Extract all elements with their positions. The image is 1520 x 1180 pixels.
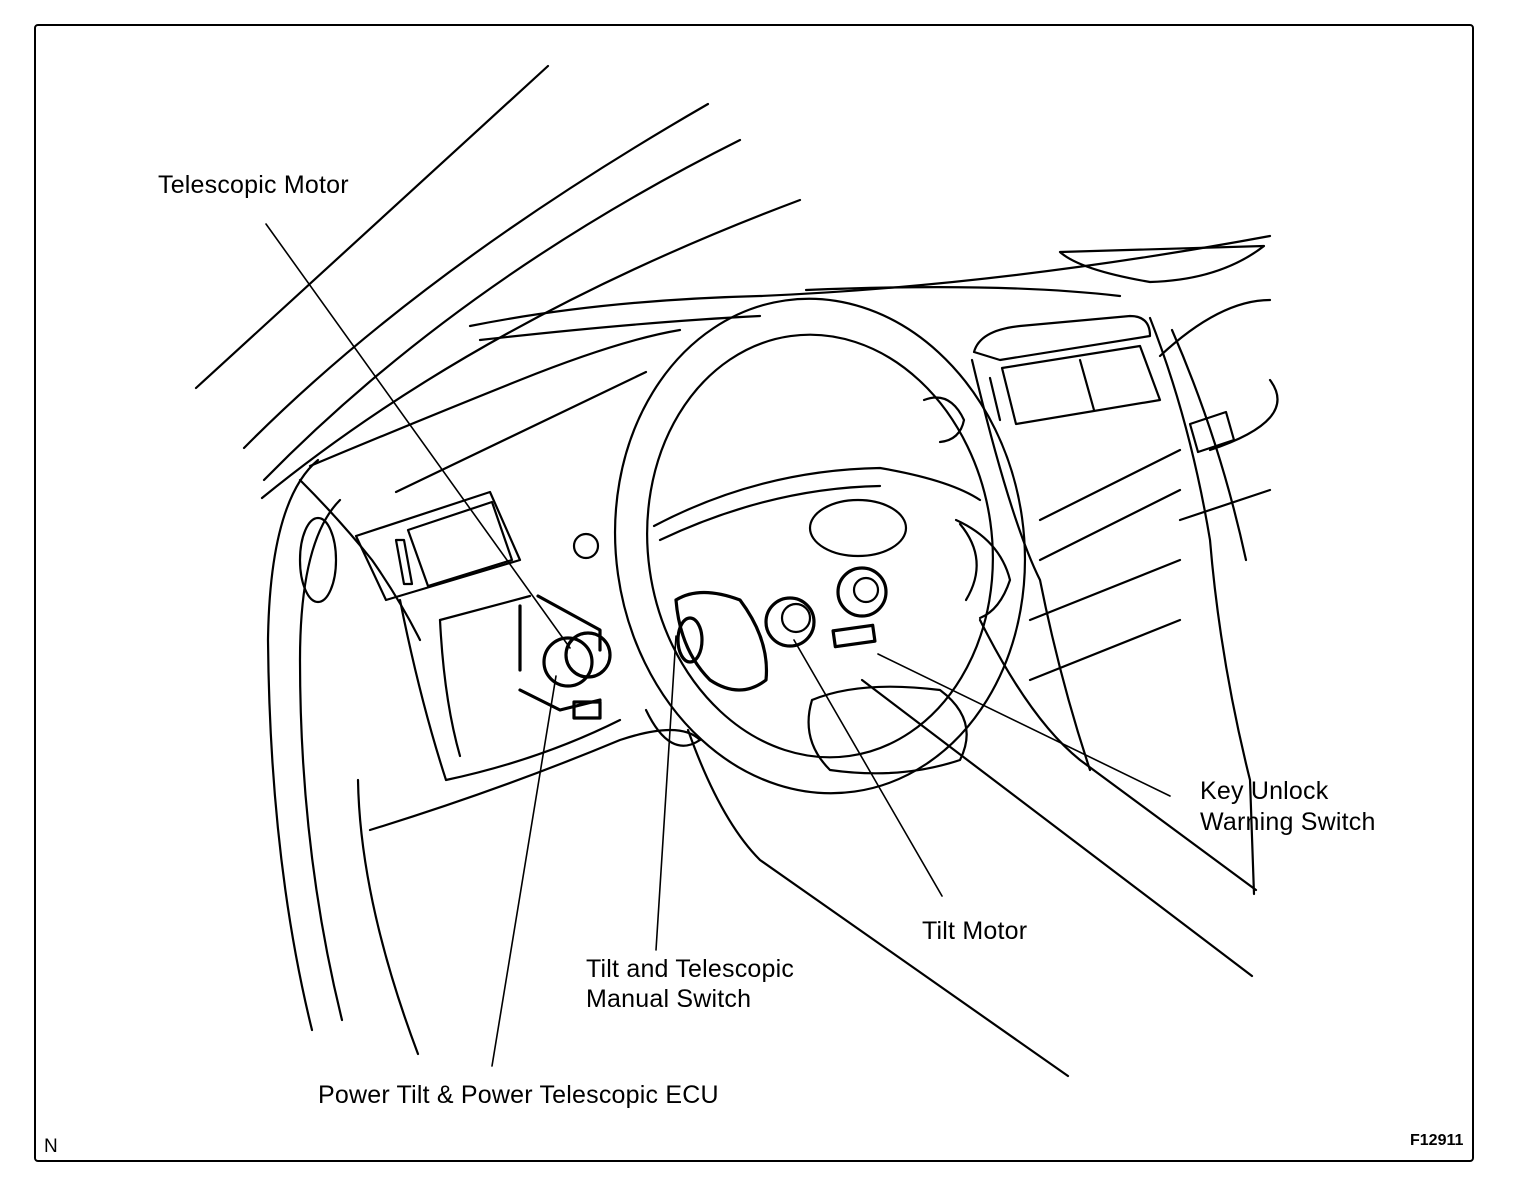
leader-telescopic-motor bbox=[265, 223, 571, 649]
diagram-frame bbox=[34, 24, 1474, 1162]
corner-code-n: N bbox=[44, 1136, 58, 1157]
label-ecu: Power Tilt & Power Telescopic ECU bbox=[318, 1081, 719, 1109]
steering-wheel bbox=[613, 297, 1027, 795]
steering-column-parts bbox=[572, 532, 888, 692]
label-key-unlock-line2: Warning Switch bbox=[1200, 808, 1376, 836]
label-manual-switch-line2: Manual Switch bbox=[586, 985, 752, 1013]
center-console bbox=[970, 298, 1279, 896]
label-tilt-motor: Tilt Motor bbox=[922, 917, 1028, 945]
leader-lines bbox=[265, 223, 1171, 1067]
label-telescopic-motor: Telescopic Motor bbox=[158, 171, 349, 199]
label-manual-switch-line1: Tilt and Telescopic bbox=[586, 955, 795, 983]
windshield-pillar bbox=[194, 64, 802, 500]
door-frame bbox=[266, 458, 420, 1056]
leader-key-unlock bbox=[877, 653, 1171, 797]
leader-ecu bbox=[491, 675, 557, 1067]
label-key-unlock-line1: Key Unlock bbox=[1200, 777, 1329, 805]
leader-tilt-motor bbox=[793, 639, 943, 897]
ecu-component bbox=[518, 594, 612, 720]
floor-lines bbox=[644, 618, 1258, 1078]
left-vent bbox=[298, 490, 522, 604]
dashboard-top bbox=[298, 234, 1272, 642]
figure-code: F12911 bbox=[1410, 1132, 1464, 1149]
leader-manual-switch bbox=[655, 635, 677, 951]
lower-dash-panel bbox=[368, 594, 702, 832]
